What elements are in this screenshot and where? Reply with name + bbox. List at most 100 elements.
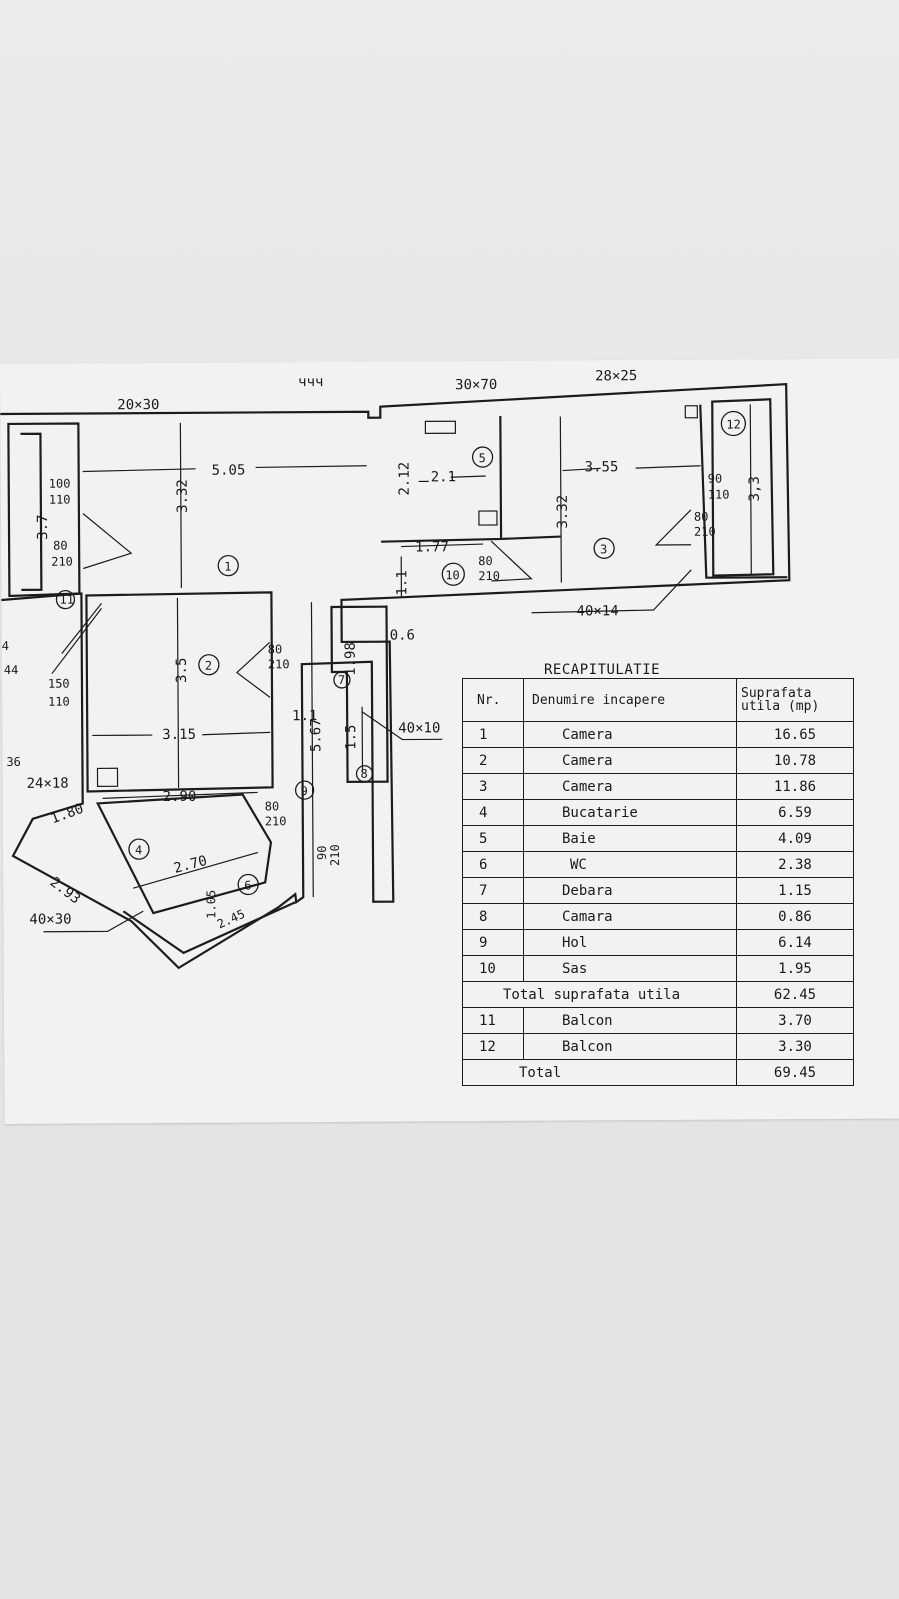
vent-30x70 bbox=[424, 420, 457, 435]
wall-kitchen bbox=[95, 793, 296, 955]
vent-40x14-label: 40×14 bbox=[576, 603, 618, 619]
svg-text:2.1: 2.1 bbox=[431, 469, 456, 485]
svg-text:3.32: 3.32 bbox=[175, 479, 191, 513]
svg-text:11: 11 bbox=[59, 593, 74, 607]
svg-text:110: 110 bbox=[708, 488, 730, 502]
recap-table: Nr. Denumire incapere Suprafata utila (m… bbox=[462, 678, 854, 1086]
vent-28x25 bbox=[684, 405, 698, 419]
svg-text:1.1: 1.1 bbox=[292, 708, 317, 724]
vent-20x30-label: 20×30 bbox=[117, 397, 159, 413]
vent-24x18 bbox=[96, 767, 119, 788]
svg-text:110: 110 bbox=[48, 695, 70, 709]
wall-inner-2 bbox=[381, 404, 788, 579]
svg-text:80: 80 bbox=[694, 510, 709, 524]
svg-text:210: 210 bbox=[328, 844, 342, 866]
dimension-lines bbox=[82, 404, 752, 898]
door-swing-2 bbox=[235, 641, 271, 698]
door-swing-1 bbox=[82, 513, 133, 570]
svg-text:110: 110 bbox=[49, 493, 71, 507]
svg-text:80: 80 bbox=[268, 642, 283, 656]
svg-text:210: 210 bbox=[51, 555, 73, 569]
svg-text:9: 9 bbox=[301, 784, 308, 798]
scribble-mark: ччч bbox=[298, 374, 323, 390]
svg-text:90: 90 bbox=[708, 472, 723, 486]
svg-text:8: 8 bbox=[360, 767, 367, 781]
svg-text:3,3: 3,3 bbox=[747, 476, 763, 501]
svg-text:210: 210 bbox=[268, 657, 290, 671]
svg-text:2.70: 2.70 bbox=[172, 853, 209, 877]
svg-text:1.80: 1.80 bbox=[49, 801, 86, 828]
svg-text:210: 210 bbox=[478, 569, 500, 583]
svg-text:100: 100 bbox=[49, 477, 71, 491]
wall-balcony-11 bbox=[7, 422, 81, 598]
svg-text:1.77: 1.77 bbox=[415, 539, 449, 555]
svg-text:7: 7 bbox=[338, 673, 345, 687]
vent-40x30-label: 40×30 bbox=[29, 912, 71, 928]
room-number-markers: 1 2 3 4 5 6 7 8 9 10 11 12 bbox=[55, 410, 747, 896]
door-swing-3 bbox=[654, 509, 692, 546]
svg-text:2.45: 2.45 bbox=[215, 907, 247, 932]
svg-text:5: 5 bbox=[479, 451, 486, 465]
label-4: 4 bbox=[2, 639, 9, 653]
svg-text:210: 210 bbox=[265, 814, 287, 828]
svg-text:150: 150 bbox=[48, 677, 70, 691]
svg-text:1.98: 1.98 bbox=[343, 642, 359, 676]
svg-text:3.55: 3.55 bbox=[585, 459, 619, 475]
svg-text:3.15: 3.15 bbox=[162, 727, 196, 743]
svg-text:2.90: 2.90 bbox=[163, 789, 197, 805]
svg-text:80: 80 bbox=[53, 539, 68, 553]
svg-text:80: 80 bbox=[265, 799, 280, 813]
floor-plan: 1 2 3 4 5 6 7 8 9 10 11 12 ччч 20×30 30×… bbox=[0, 368, 791, 970]
svg-text:3.7: 3.7 bbox=[35, 514, 51, 539]
wall-hall-storage bbox=[330, 605, 389, 783]
svg-text:1: 1 bbox=[224, 560, 231, 574]
svg-text:1.05: 1.05 bbox=[204, 890, 218, 919]
svg-text:80: 80 bbox=[478, 554, 493, 568]
svg-text:210: 210 bbox=[694, 525, 716, 539]
svg-text:0.6: 0.6 bbox=[390, 627, 415, 643]
svg-text:12: 12 bbox=[726, 417, 741, 431]
svg-text:1.5: 1.5 bbox=[343, 725, 359, 750]
leader-lines bbox=[43, 569, 692, 933]
svg-text:3.5: 3.5 bbox=[174, 658, 190, 683]
vent-24x18-label: 24×18 bbox=[27, 776, 69, 792]
svg-text:6: 6 bbox=[244, 878, 251, 892]
svg-text:10: 10 bbox=[445, 568, 460, 582]
svg-text:90: 90 bbox=[315, 846, 329, 861]
vent-30x70-label: 30×70 bbox=[455, 377, 497, 393]
label-36: 36 bbox=[6, 755, 21, 769]
header-nr: Nr. bbox=[462, 678, 524, 722]
wall-outline bbox=[0, 383, 791, 970]
svg-text:2.12: 2.12 bbox=[397, 462, 413, 496]
vent-28x25-label: 28×25 bbox=[595, 368, 637, 384]
svg-text:5.05: 5.05 bbox=[212, 463, 246, 479]
svg-text:2: 2 bbox=[205, 659, 212, 673]
svg-text:3.32: 3.32 bbox=[555, 495, 571, 529]
vent-40x10-label: 40×10 bbox=[398, 720, 440, 736]
shaft-bath bbox=[478, 510, 498, 526]
svg-text:5.67: 5.67 bbox=[308, 718, 324, 752]
wall-balcony-12 bbox=[711, 398, 775, 577]
label-44: 44 bbox=[4, 663, 19, 677]
recap-header-row: Nr. Denumire incapere Suprafata utila (m… bbox=[462, 678, 854, 722]
svg-text:4: 4 bbox=[135, 843, 142, 857]
svg-text:3: 3 bbox=[600, 542, 607, 556]
header-name: Denumire incapere bbox=[523, 678, 737, 722]
svg-text:1.1: 1.1 bbox=[394, 570, 410, 595]
recap-title: RECAPITULATIE bbox=[544, 662, 661, 678]
door-swing-10 bbox=[490, 540, 533, 582]
svg-text:2.93: 2.93 bbox=[47, 874, 83, 907]
wall-inner-1 bbox=[85, 591, 274, 793]
